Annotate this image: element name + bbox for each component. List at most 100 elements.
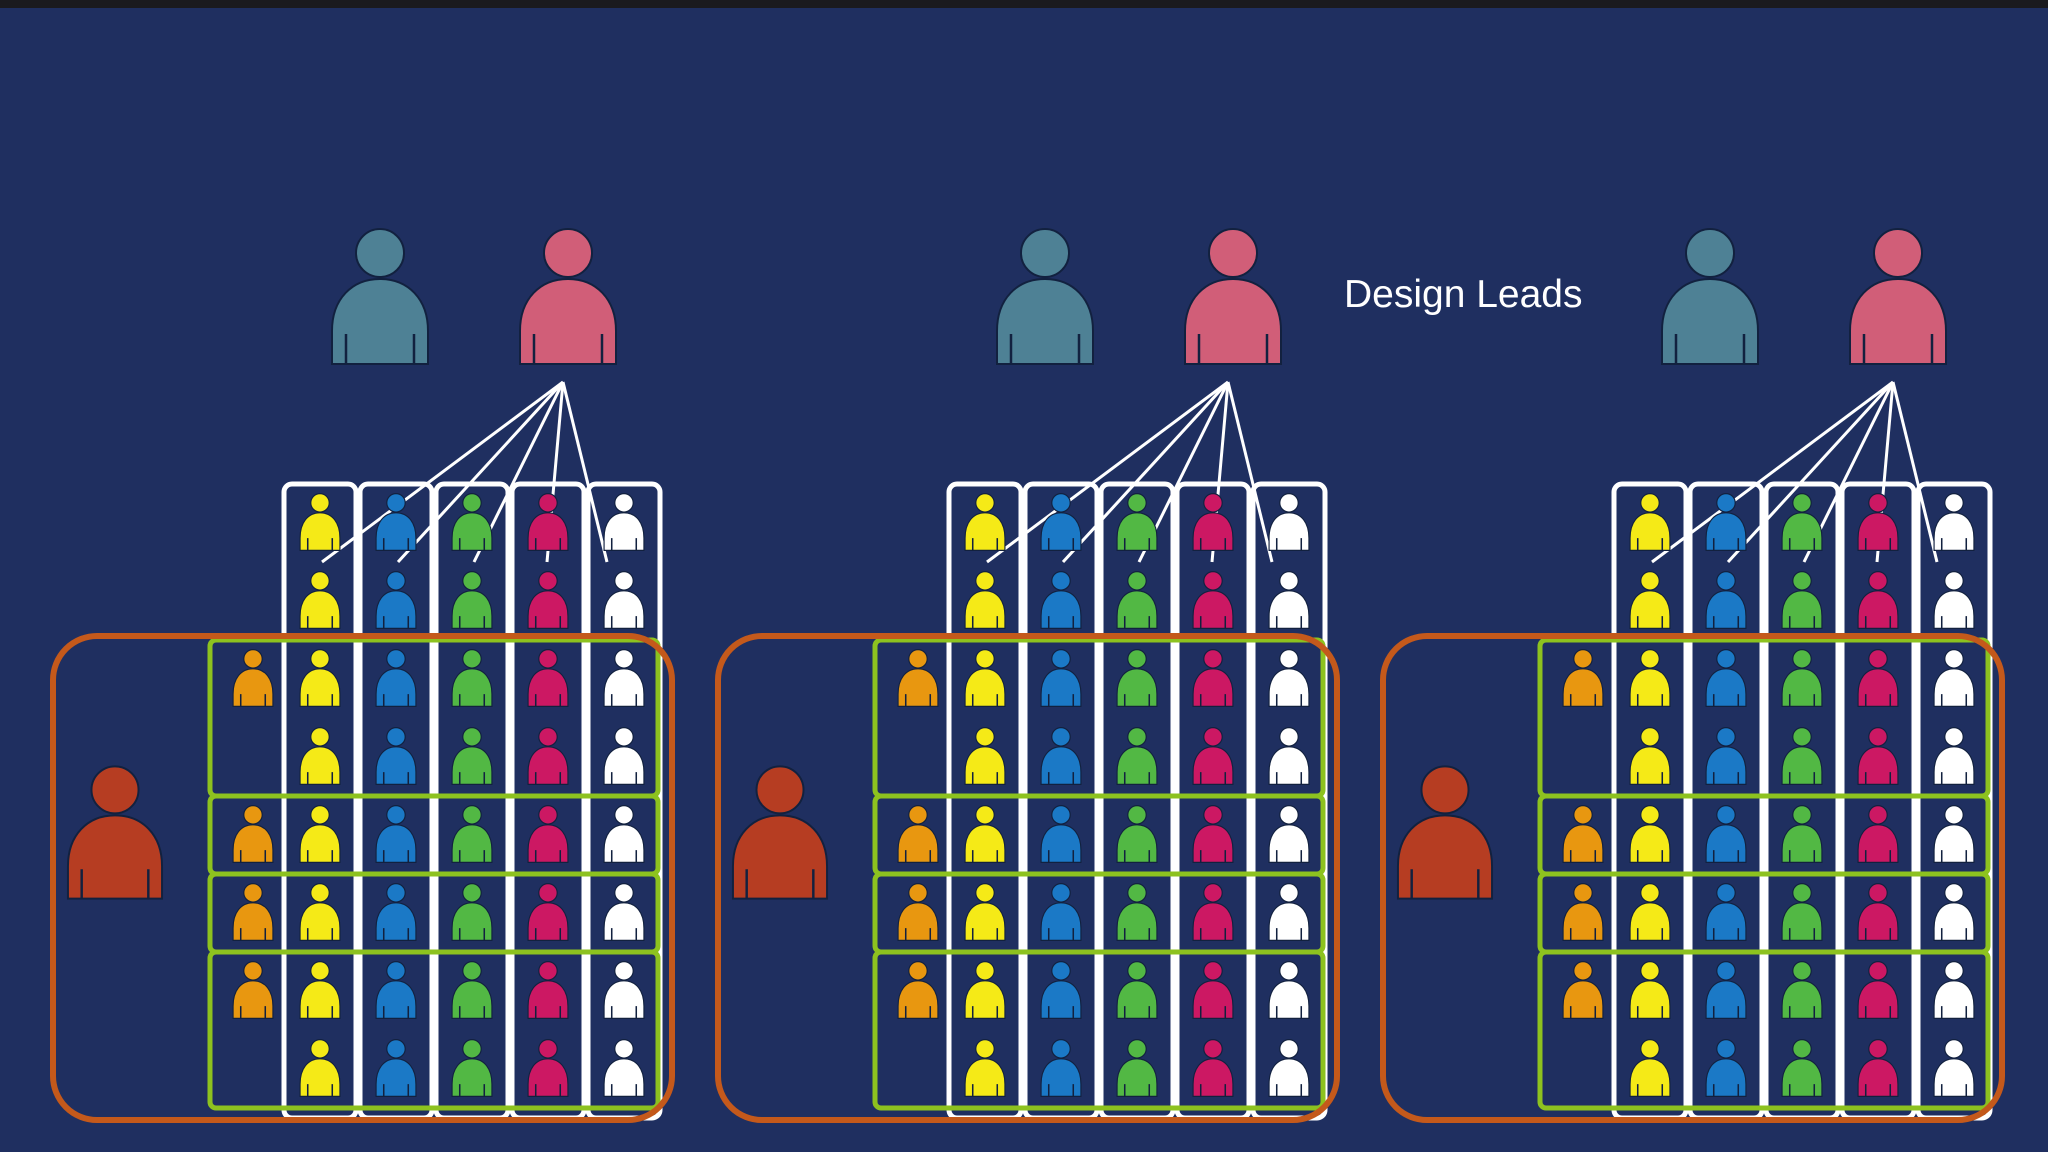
team-member-icon [1705, 570, 1747, 630]
team-member-icon [375, 648, 417, 708]
team-member-icon [1268, 1038, 1310, 1098]
team-member-icon [964, 570, 1006, 630]
team-member-icon [451, 960, 493, 1020]
team-member-icon [299, 882, 341, 942]
team-lead-member-icon [1562, 804, 1604, 864]
team-member-icon [1268, 648, 1310, 708]
lead-connector-line [396, 380, 565, 564]
team-member-icon [1268, 882, 1310, 942]
team-member-icon [1781, 804, 1823, 864]
team-member-icon [1857, 882, 1899, 942]
team-member-icon [1705, 492, 1747, 552]
team-member-icon [299, 804, 341, 864]
team-lead-member-icon [1562, 882, 1604, 942]
team-member-icon [1268, 960, 1310, 1020]
team-member-icon [1040, 960, 1082, 1020]
team-member-icon [1933, 960, 1975, 1020]
team-member-icon [1781, 648, 1823, 708]
team-member-icon [1857, 726, 1899, 786]
team-member-icon [1629, 570, 1671, 630]
team-member-icon [603, 726, 645, 786]
team-member-icon [299, 726, 341, 786]
team-member-icon [1116, 726, 1158, 786]
team-member-icon [1116, 960, 1158, 1020]
team-member-icon [1040, 1038, 1082, 1098]
design-leads-label: Design Leads [1344, 273, 1583, 316]
team-member-icon [527, 1038, 569, 1098]
team-lead-member-icon [232, 804, 274, 864]
team-lead-member-icon [897, 960, 939, 1020]
team-member-icon [1192, 648, 1234, 708]
design-lead-pink-icon [1183, 227, 1283, 366]
design-lead-teal-icon [1660, 227, 1760, 366]
team-lead-member-icon [232, 960, 274, 1020]
team-member-icon [1781, 960, 1823, 1020]
team-member-icon [1933, 882, 1975, 942]
team-box [207, 949, 661, 1111]
team-member-icon [299, 1038, 341, 1098]
team-member-icon [964, 648, 1006, 708]
team-member-icon [1116, 570, 1158, 630]
team-member-icon [375, 570, 417, 630]
team-member-icon [1116, 1038, 1158, 1098]
team-member-icon [603, 882, 645, 942]
team-member-icon [964, 726, 1006, 786]
lead-connector-line [1726, 380, 1895, 564]
team-member-icon [527, 726, 569, 786]
team-group [50, 227, 675, 1123]
team-member-icon [1857, 570, 1899, 630]
team-member-icon [1268, 570, 1310, 630]
team-member-icon [1268, 726, 1310, 786]
lead-connector-line [1061, 380, 1230, 564]
team-member-icon [1857, 804, 1899, 864]
team-member-icon [1192, 804, 1234, 864]
design-lead-pink-icon [1848, 227, 1948, 366]
design-lead-pink-icon [518, 227, 618, 366]
team-member-icon [1192, 726, 1234, 786]
team-member-icon [1781, 570, 1823, 630]
team-member-icon [1857, 1038, 1899, 1098]
manager-icon [1396, 765, 1494, 900]
team-lead-member-icon [897, 804, 939, 864]
team-member-icon [603, 492, 645, 552]
team-member-icon [1705, 726, 1747, 786]
manager-icon [66, 765, 164, 900]
team-box [1537, 949, 1991, 1111]
team-member-icon [451, 648, 493, 708]
lead-connector-line [561, 381, 609, 563]
team-member-icon [299, 648, 341, 708]
team-member-icon [964, 804, 1006, 864]
team-member-icon [1268, 804, 1310, 864]
team-lead-member-icon [1562, 648, 1604, 708]
team-member-icon [1781, 1038, 1823, 1098]
team-member-icon [603, 570, 645, 630]
team-member-icon [299, 492, 341, 552]
team-member-icon [1781, 492, 1823, 552]
team-member-icon [451, 882, 493, 942]
team-member-icon [1116, 492, 1158, 552]
team-member-icon [1192, 882, 1234, 942]
team-member-icon [1192, 1038, 1234, 1098]
team-member-icon [1933, 1038, 1975, 1098]
team-member-icon [527, 882, 569, 942]
team-lead-member-icon [897, 882, 939, 942]
team-member-icon [1192, 570, 1234, 630]
team-member-icon [527, 960, 569, 1020]
team-member-icon [1933, 726, 1975, 786]
team-member-icon [1933, 570, 1975, 630]
team-member-icon [451, 1038, 493, 1098]
team-group [715, 227, 1340, 1123]
team-member-icon [1040, 492, 1082, 552]
team-member-icon [451, 570, 493, 630]
team-member-icon [1040, 648, 1082, 708]
team-lead-member-icon [897, 648, 939, 708]
team-member-icon [964, 960, 1006, 1020]
team-member-icon [1629, 882, 1671, 942]
team-member-icon [375, 1038, 417, 1098]
team-member-icon [1781, 726, 1823, 786]
team-member-icon [1857, 960, 1899, 1020]
team-member-icon [1705, 882, 1747, 942]
team-member-icon [1629, 1038, 1671, 1098]
department-box [715, 633, 1340, 1123]
